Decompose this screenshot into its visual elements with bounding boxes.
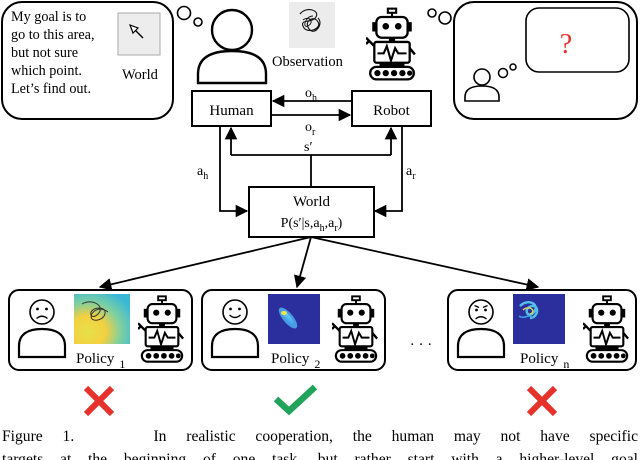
- human-body-icon: [456, 327, 506, 359]
- edge-label-a-r: ar: [406, 164, 416, 182]
- heatmap-warm: [74, 294, 130, 344]
- arrow-to-policy-2: [293, 236, 312, 289]
- edge-label-o-h: oh: [305, 86, 317, 104]
- thought-line: but not sure: [11, 45, 78, 61]
- caption-line-1: Figure 1. In realistic cooperation, the …: [2, 428, 638, 445]
- edge-a-h: [219, 126, 249, 218]
- human-avatar-icon: [196, 8, 268, 85]
- figure-caption: Figure 1. In realistic cooperation, the …: [2, 425, 638, 460]
- robot-avatar-icon: [366, 7, 417, 81]
- arrow-to-policy-n: [310, 236, 540, 291]
- world-thumbnail: [117, 12, 161, 56]
- observation-thumbnail: [289, 2, 335, 48]
- cursor-arrow-icon: [128, 23, 144, 39]
- ellipsis: · · ·: [410, 337, 433, 353]
- question-mark-icon: ?: [560, 29, 572, 60]
- human-node: Human: [191, 90, 272, 127]
- human-thought-text: My goal is to go to this area, but not s…: [11, 8, 115, 98]
- small-human-avatar-icon: [464, 68, 500, 102]
- world-node-label: World: [293, 194, 331, 210]
- human-node-label: Human: [209, 103, 254, 119]
- world-transition-label: P(s′|s,ah,ar): [281, 216, 343, 234]
- edge-a-r: [373, 126, 403, 218]
- robot-thought-dot-large: [438, 11, 452, 25]
- robot-node-label: Robot: [373, 103, 411, 119]
- human-body-icon: [17, 327, 67, 359]
- happy-face-icon: [222, 299, 248, 325]
- caption-line-2: targets at the beginning of one task, bu…: [2, 451, 638, 460]
- sad-face-icon: [29, 299, 55, 325]
- observation-label: Observation: [272, 54, 344, 70]
- edge-label-s-prime: s′: [304, 140, 313, 155]
- thought-line: go to this area,: [11, 27, 95, 43]
- robot-thought-bubble: [453, 1, 638, 120]
- angry-face-icon: [468, 299, 494, 325]
- thought-line: My goal is to: [11, 9, 87, 25]
- robot-thought-dot-small: [427, 8, 437, 18]
- thought-line: which point.: [11, 63, 82, 79]
- heatmap-scattered: [513, 294, 565, 344]
- robot-node: Robot: [351, 90, 432, 127]
- arrow-to-policy-1: [98, 236, 312, 291]
- edge-label-a-h: ah: [197, 164, 208, 182]
- check-icon: [273, 384, 318, 416]
- heatmap-focused: [268, 294, 320, 344]
- human-body-icon: [210, 327, 260, 359]
- edge-label-o-r: or: [305, 120, 316, 138]
- cross-icon: [83, 385, 115, 417]
- thought-line: Let’s find out.: [11, 81, 91, 97]
- cross-icon: [526, 385, 558, 417]
- world-thumbnail-label: World: [122, 67, 159, 83]
- world-node: World P(s′|s,ah,ar): [248, 186, 375, 238]
